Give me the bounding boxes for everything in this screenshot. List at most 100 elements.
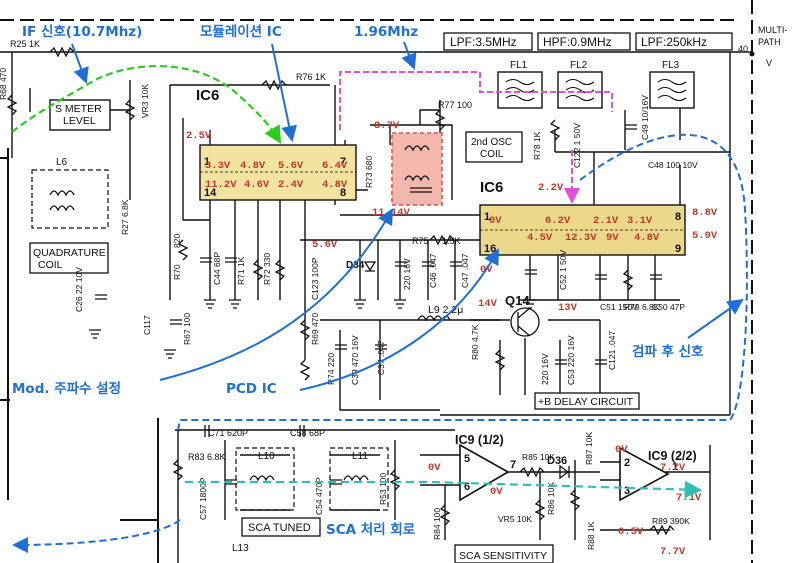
component-labels: R25 1K R68 470 VR3 10K R27 6.8K R76 1K R…	[0, 39, 698, 550]
ic6a-r2-1: 4.6V	[244, 179, 270, 191]
r75-value: 1.5K	[442, 236, 461, 246]
c117-label: C117	[142, 315, 152, 335]
oscillator-coil-highlight	[391, 132, 443, 206]
r69-label: R69 470	[310, 313, 320, 345]
frame-lines	[0, 0, 753, 563]
v-5-6: 5.6V	[312, 239, 338, 251]
sca-tuned-box	[241, 517, 321, 537]
l9-label: L9 2.2μ	[428, 304, 463, 316]
ic6a-r2-3: 4.8V	[322, 179, 348, 191]
ic6-left-pin-14: 14	[204, 187, 217, 199]
ic6-left-label: IC6	[196, 87, 219, 104]
quadrature-coil-box	[31, 169, 109, 229]
lpf-spec-1: LPF:3.5MHz	[450, 35, 517, 49]
detected-signal-path	[177, 133, 748, 431]
v-2-2: 2.2V	[538, 182, 564, 194]
ic6-left-pin-7: 7	[340, 156, 346, 168]
quadrature-coil-label: COIL	[38, 259, 63, 271]
v-8-8: 8.8V	[692, 207, 718, 219]
l10-label: L10	[258, 451, 275, 462]
c123-label: C123 100P	[310, 257, 320, 300]
fl3-label: FL3	[662, 60, 680, 71]
c26-label: C26 22 10V	[74, 267, 84, 312]
ic6-left-pin-8: 8	[340, 187, 346, 199]
annotation-if-signal: IF 신호(10.7Mhz)	[22, 24, 142, 40]
ic6a-r2-2: 2.4V	[278, 179, 304, 191]
c53-label: C53 220 16V	[566, 335, 576, 385]
if-signal-path	[11, 65, 282, 144]
c46-label: C46 .047	[428, 253, 438, 288]
v-7-7-a: 7.7V	[660, 462, 686, 474]
r89-label: R89 390K	[652, 516, 690, 526]
l13-label: L13	[232, 543, 249, 554]
quadrature-label: QUADRATURE	[33, 247, 106, 259]
multipath-label-1: MULTI-	[758, 25, 787, 35]
ic9-2-label: IC9 (2/2)	[648, 449, 697, 463]
c44-label: C44 68P	[212, 252, 222, 285]
hpf-spec: HPF:0.9MHz	[543, 35, 612, 49]
filter-blocks	[497, 71, 695, 109]
annotation-pcd-ic: PCD IC	[226, 381, 277, 397]
ic6b-r1-0: 0V	[489, 215, 502, 227]
r70-label: R70	[172, 264, 182, 280]
ic6-right-pin-16: 16	[484, 243, 496, 255]
v-8-7: 8.7V	[374, 120, 400, 132]
detected-signal-return	[12, 519, 181, 553]
v-7-1: 7.1V	[676, 492, 702, 504]
c121-label: C121 .047	[607, 331, 617, 370]
multipath-label-2: PATH	[758, 37, 781, 47]
ic6b-r2-2: 9V	[606, 232, 619, 244]
quadrature-label-box	[29, 242, 109, 274]
sca-tuned-label: SCA TUNED	[248, 522, 311, 534]
component-symbols	[6, 46, 675, 536]
ic6a-r1-0: 3.3V	[205, 160, 231, 172]
ic6a-r2-0: 11.2V	[205, 179, 237, 191]
v-0-d: 0V	[615, 444, 628, 456]
r74-label: R74 220	[326, 353, 336, 385]
v-0-5: 0.5V	[618, 526, 644, 538]
ic9-pin-1: 1	[672, 461, 678, 473]
r87-label: R87 10K	[584, 432, 594, 465]
sca-sensitivity-box	[454, 544, 554, 563]
r86-label: R86 10K	[546, 482, 556, 515]
annotation-mod-ic: 모듈레이션 IC	[200, 23, 282, 40]
v-2-5: 2.5V	[186, 130, 212, 142]
l6-label: L6	[56, 157, 68, 168]
r85-label: R85 10K	[522, 452, 555, 462]
vr3-label: VR3 10K	[140, 84, 150, 118]
annotation-sca: SCA 처리 회로	[326, 522, 416, 538]
ic6a-r1-2: 5.6V	[278, 160, 304, 172]
sca-sensitivity-label: SCA SENSITIVITY	[459, 550, 547, 562]
c47-label: C47 .047	[460, 253, 470, 288]
r88-label: R88 1K	[586, 521, 596, 550]
d34-label: D34	[346, 260, 365, 271]
pin-40: 40	[738, 44, 748, 54]
annotation-detected: 검파 후 신호	[632, 344, 704, 360]
r75-label: R75	[412, 236, 429, 246]
r83-label: R83 6.8K	[188, 452, 226, 462]
r71-label: R71 1K	[236, 256, 246, 285]
v-7-7-b: 7.7V	[660, 546, 686, 558]
osc-coil-label-1: 2nd OSC	[471, 137, 512, 148]
ic6b-r1-1: 6.2V	[545, 215, 571, 227]
sca-coil-box-1	[235, 447, 295, 511]
s-meter-box	[49, 99, 111, 131]
v-14: 14V	[478, 298, 498, 310]
ic6-right-label: IC6	[480, 179, 503, 196]
sca-signal-path	[185, 480, 703, 499]
ic6-right-pin-1: 1	[484, 211, 490, 223]
ic6-right-pin-9: 9	[675, 243, 681, 255]
multipath-v: V	[766, 58, 772, 68]
ic9-pin-3: 3	[624, 485, 630, 497]
v-0-b: 0V	[428, 462, 441, 474]
ic9-pin-2: 2	[624, 457, 630, 469]
c48-label: C48 100 10V	[648, 160, 698, 170]
r68-label: R68 470	[0, 68, 8, 100]
l11-label: L11	[352, 451, 368, 462]
v-13: 13V	[558, 302, 578, 314]
c51-label: C51 150V	[600, 302, 638, 312]
c122-label: C122 1 50V	[572, 123, 582, 168]
r84-label: R84 100	[432, 508, 442, 540]
d36-label: D36	[547, 455, 567, 467]
